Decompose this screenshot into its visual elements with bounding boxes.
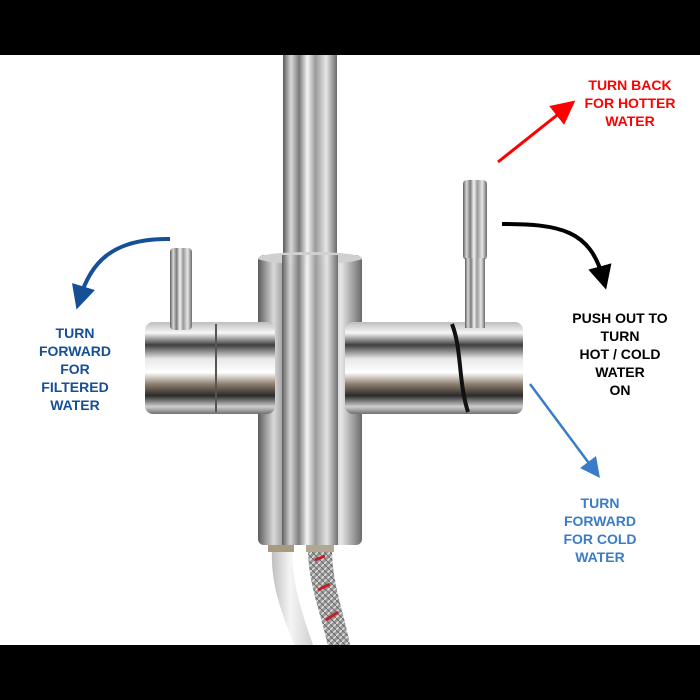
hot-cold-lever-top[interactable] [463,180,487,260]
letterbox-top [0,0,700,55]
callout-hotter: TURN BACK FOR HOTTER WATER [584,77,676,129]
spout [283,55,337,255]
filtered-water-lever[interactable] [170,248,192,330]
letterbox-bottom [0,645,700,700]
curved-arrow-down-right-icon [501,222,612,290]
arrow-down-right-icon [528,383,600,479]
curved-arrow-down-left-icon [72,236,171,310]
hoses [268,540,352,660]
right-arm [345,322,523,414]
left-arm [145,322,275,414]
braided-hose [308,548,352,660]
callout-cold: TURN FORWARD FOR COLD WATER [563,495,637,565]
hot-cold-lever[interactable] [465,258,485,328]
callout-filtered: TURN FORWARD FOR FILTERED WATER [38,325,112,413]
callout-push-out: PUSH OUT TO TURN HOT / COLD WATER ON [572,310,668,398]
arrow-up-right-icon [497,100,576,164]
white-hose [271,548,318,660]
